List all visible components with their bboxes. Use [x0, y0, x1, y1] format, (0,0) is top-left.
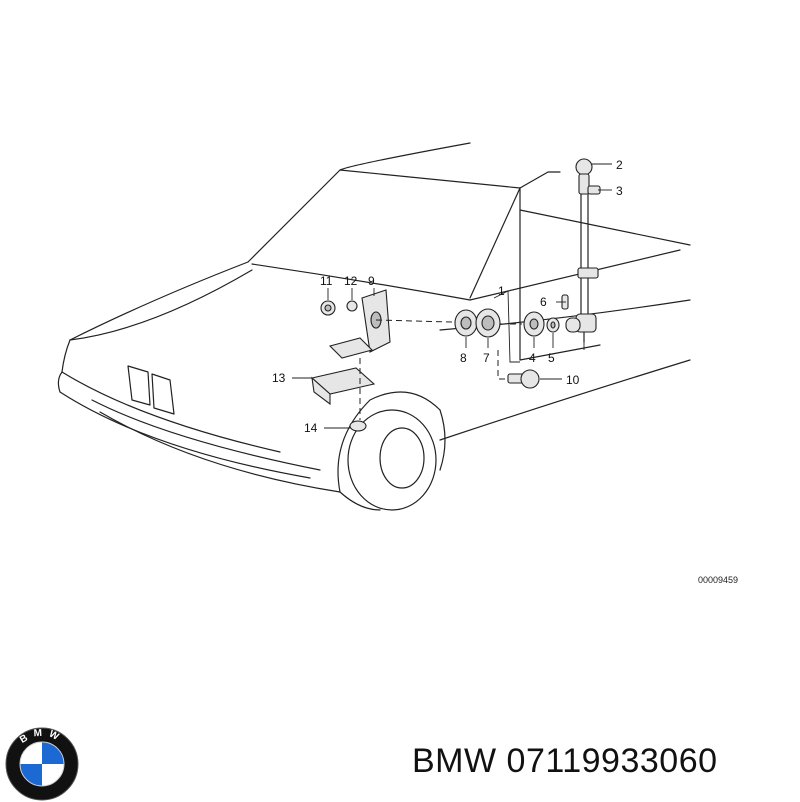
- bracket-part-9: [320, 289, 391, 359]
- callout-1: 1: [498, 284, 505, 298]
- screw-part-10: [507, 369, 540, 389]
- callout-14: 14: [304, 421, 318, 435]
- leader-lines: [292, 163, 612, 429]
- reference-code: 00009459: [698, 575, 738, 585]
- callout-3: 3: [616, 184, 623, 198]
- callout-7: 7: [483, 351, 490, 365]
- callout-8: 8: [460, 351, 467, 365]
- callout-10: 10: [566, 373, 580, 387]
- callout-9: 9: [368, 274, 375, 288]
- callout-2: 2: [616, 158, 623, 172]
- callout-6: 6: [540, 295, 547, 309]
- grommet-parts: [454, 308, 560, 338]
- part-number-caption: BMW 07119933060: [412, 742, 718, 780]
- callout-4: 4: [529, 351, 536, 365]
- assembly-lines: [359, 319, 522, 420]
- callout-labels: 1 2 3 4 5 6 7 8 9 10 11 12 13 14 0000945…: [272, 158, 738, 585]
- car-outline: [57, 142, 691, 511]
- callout-12: 12: [344, 274, 358, 288]
- bracket-part-13: [310, 367, 376, 432]
- callout-13: 13: [272, 371, 286, 385]
- bmw-logo: BMW: [5, 727, 79, 801]
- callout-5: 5: [548, 351, 555, 365]
- antenna-mast: [565, 158, 601, 343]
- callout-11: 11: [320, 274, 333, 288]
